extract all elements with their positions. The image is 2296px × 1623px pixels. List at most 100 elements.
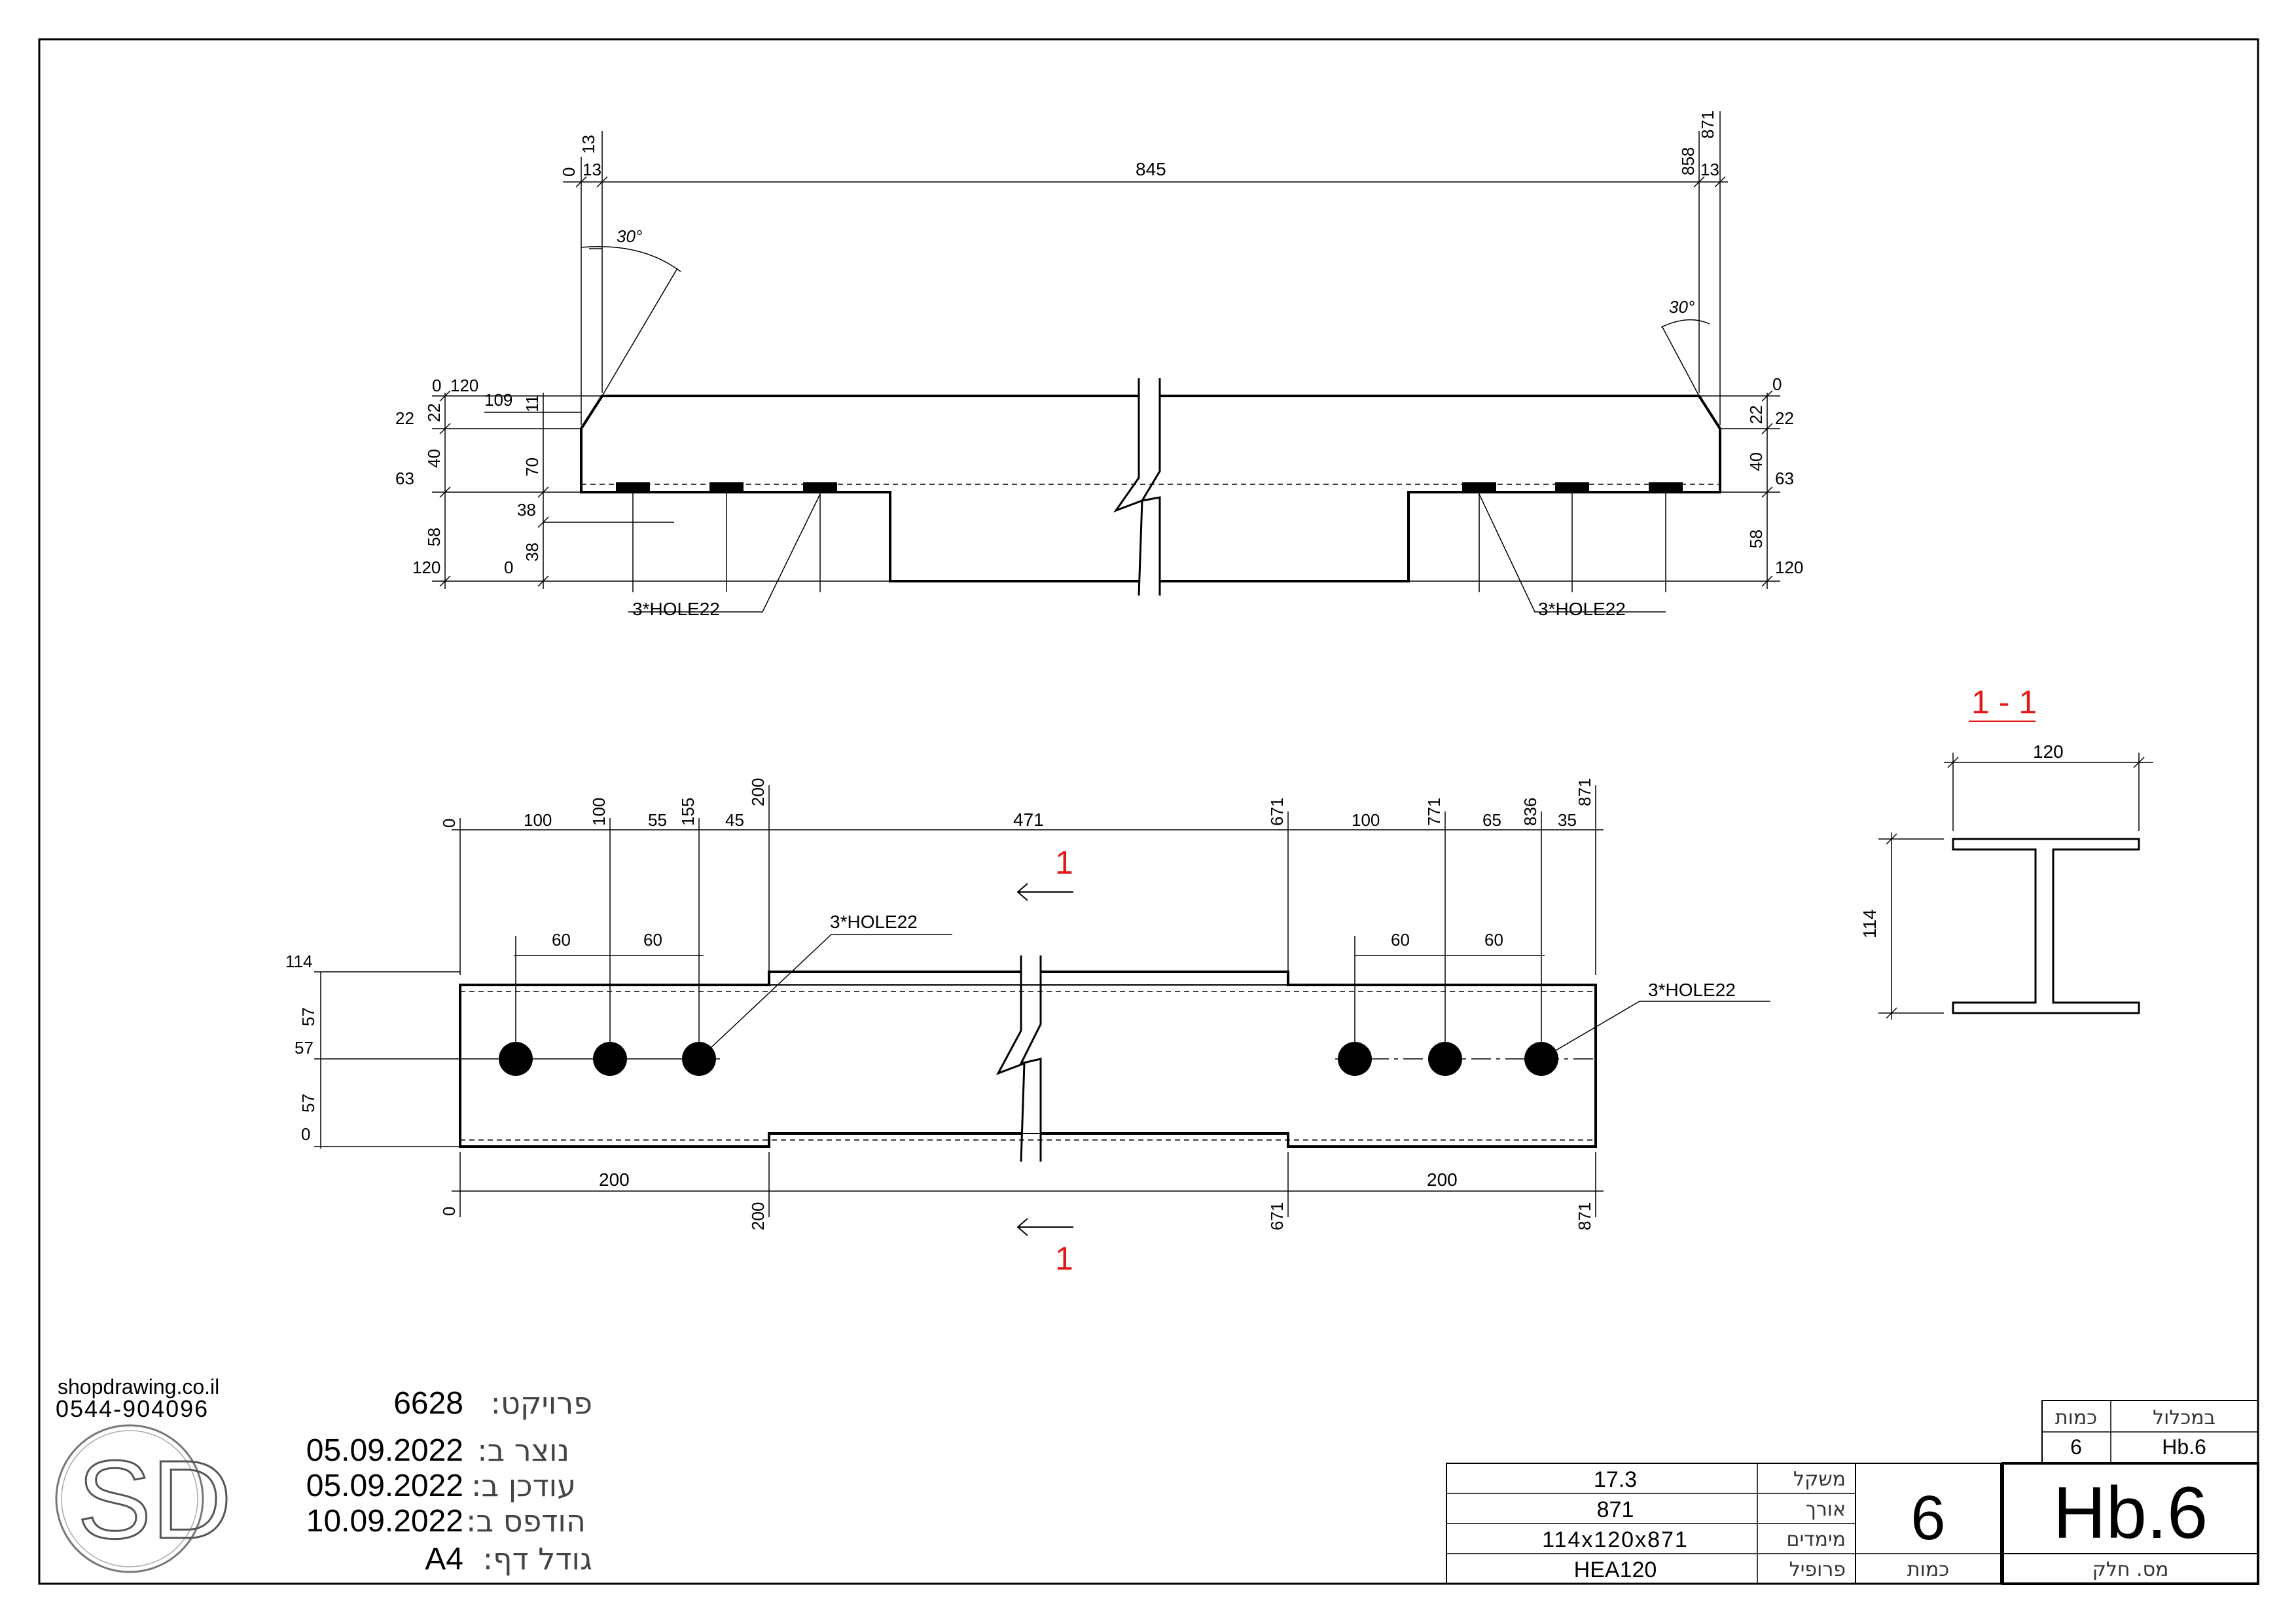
left-dim-0: 0 [432,376,441,395]
dim-top-871: 871 [1698,111,1717,139]
break-line-elevation-a [1113,378,1143,596]
plan-top-dims [452,785,1604,1047]
plan-bottom-200a: 200 [599,1169,630,1190]
right-dim-58: 58 [1746,529,1766,548]
plan-bottom-200b: 200 [748,1202,768,1230]
plan-hole-label-left: 3*HOLE22 [830,912,918,932]
hole-6 [1524,1042,1558,1076]
spacing-60-a: 60 [552,930,571,950]
plan-bottom-671: 671 [1267,1202,1287,1230]
plan-hole-leader-right [1541,1001,1640,1060]
updated-label: עודכן ב: [471,1468,576,1503]
left-dim-109: 109 [484,390,512,410]
project-value: 6628 [393,1386,463,1421]
weight-value: 17.3 [1594,1467,1637,1492]
elevation-view [432,111,1780,613]
angle-left [581,246,681,397]
plan-left-57c: 57 [298,1094,318,1113]
section-view [1878,721,2153,1020]
elevation-right-dims [1408,390,1780,589]
plan-left-57b: 57 [295,1038,314,1058]
title-block [1446,1400,2259,1585]
left-dim-70: 70 [522,457,542,476]
created-label: נוצר ב: [477,1433,569,1468]
angle-left-label: 30° [617,226,642,246]
elevation-outline-right [1160,395,1721,582]
assembly-qty: 6 [2070,1435,2082,1459]
plan-left-114: 114 [285,952,312,971]
plan-dim-771: 771 [1424,798,1444,826]
left-dim-63: 63 [395,469,414,488]
plan-dim-35: 35 [1558,810,1577,830]
logo-letters: SD [77,1438,232,1562]
left-dim-0b: 0 [504,558,513,577]
left-dim-38a: 38 [517,500,536,520]
pagesize-label: גודל דף: [483,1541,592,1577]
left-dim-11: 11 [522,395,542,412]
plan-left-0: 0 [301,1124,310,1144]
hole-leader-right [1479,493,1666,613]
weight-label: משקל [1793,1468,1846,1491]
plan-dim-200: 200 [748,778,768,806]
hole-centerlines-elevation [632,493,1666,592]
plan-dim-100b: 100 [589,798,609,826]
assembly-value: Hb.6 [2162,1435,2206,1459]
plan-view [314,785,1770,1236]
hole-4 [1338,1042,1372,1076]
company-website: shopdrawing.co.il [58,1375,219,1399]
plan-bottom-dims [452,1152,1604,1217]
hole-3 [682,1042,716,1076]
plan-left-dims [314,971,460,1149]
printed-label: הודפס ב: [466,1503,586,1539]
elevation-top-dims [563,111,1728,425]
plan-dim-471: 471 [1013,810,1044,830]
dim-top-13c: 13 [1700,160,1719,179]
section-width-label: 120 [2033,741,2064,762]
elevation-left-dims [432,390,890,589]
hole-leader-left [628,493,821,613]
break-line-plan-b [1019,955,1042,1162]
sd-logo: SD [55,1424,233,1573]
title-block-text: משקל 17.3 אורך 871 מימדים 114x120x871 פר… [1542,1406,2215,1582]
project-label: פרויקט: [491,1385,592,1421]
hole-5 [1428,1042,1462,1076]
break-line-elevation-b [1140,378,1161,596]
company-block: shopdrawing.co.il 0544-904096 SD [55,1375,233,1573]
quantity-label: כמות [1907,1558,1949,1581]
plan-left-57a: 57 [298,1007,318,1026]
length-label: אורך [1806,1498,1846,1521]
dim-top-858: 858 [1678,147,1698,175]
dim-top-845: 845 [1136,159,1166,179]
plan-bottom-0: 0 [439,1207,459,1216]
plan-hole-label-right: 3*HOLE22 [1648,980,1736,1000]
left-dim-58: 58 [424,527,444,546]
angle-right [1660,319,1710,397]
left-dim-22b: 22 [424,403,444,422]
created-value: 05.09.2022 [306,1433,463,1468]
plan-dim-871: 871 [1575,778,1594,806]
angle-right-label: 30° [1669,297,1695,317]
plan-dim-100a: 100 [524,810,552,830]
spacing-60-d: 60 [1484,930,1503,950]
plan-dim-45: 45 [725,810,744,830]
plan-dim-0: 0 [439,819,459,828]
plan-hole-leader-left [698,934,832,1060]
plan-dim-155: 155 [678,798,698,826]
pagesize-value: A4 [425,1542,463,1577]
elevation-outline-left [580,395,1139,582]
updated-value: 05.09.2022 [306,1469,463,1503]
dim-top-13a: 13 [579,135,598,154]
plan-labels: 0 100 100 55 155 45 200 471 671 100 771 … [285,778,1736,1277]
plan-dim-100c: 100 [1352,810,1380,830]
plan-dim-671: 671 [1267,798,1287,826]
right-dim-40: 40 [1746,452,1766,471]
break-line-plan-a [996,955,1026,1162]
section-mark-top: 1 [1055,844,1073,881]
profile-value: HEA120 [1574,1558,1657,1582]
left-dim-120b: 120 [412,558,440,577]
left-dim-40: 40 [424,449,444,468]
assembly-qty-header: כמות [2055,1406,2097,1429]
hole-marks-elevation [616,482,1683,493]
project-info: פרויקט: 6628 נוצר ב: 05.09.2022 עודכן ב:… [306,1385,592,1577]
